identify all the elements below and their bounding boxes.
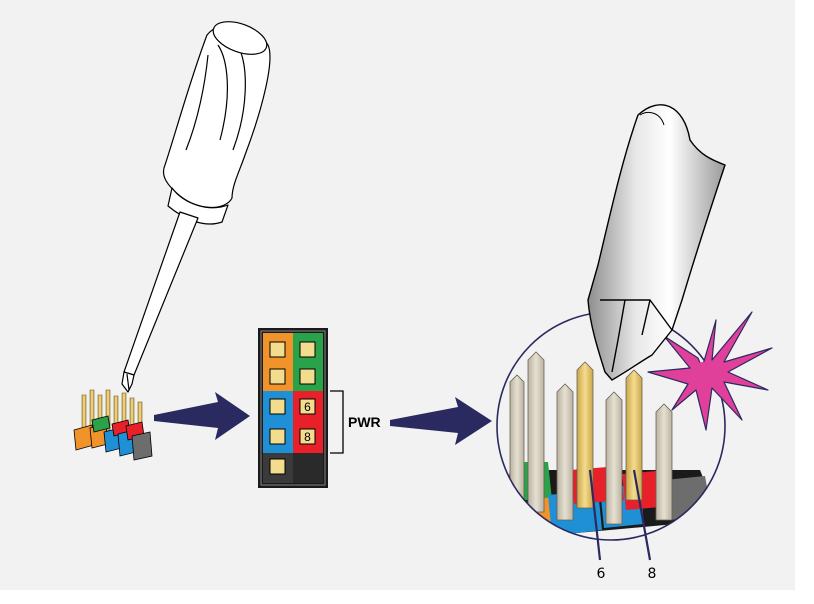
- callout-line-8: [632, 469, 652, 561]
- screwdriver-icon: [121, 21, 271, 393]
- pin-label-8: 8: [304, 430, 311, 444]
- pwr-bracket: [330, 390, 344, 454]
- small-header-connector: [73, 389, 153, 461]
- arrow-icon: [390, 397, 492, 445]
- pin-label-6: 6: [304, 400, 311, 414]
- callout-label-6: 6: [597, 566, 606, 582]
- diagram-canvas: 6 8 PWR: [0, 0, 795, 590]
- callout-line-6: [588, 469, 602, 561]
- diagram-svg: 6 8 PWR: [73, 21, 773, 582]
- callout-label-8: 8: [648, 566, 657, 582]
- header-pinout-diagram: 6 8: [258, 328, 328, 488]
- arrow-icon: [154, 392, 250, 440]
- screwdriver-tip-icon: [587, 104, 726, 381]
- pwr-label: PWR: [348, 414, 381, 430]
